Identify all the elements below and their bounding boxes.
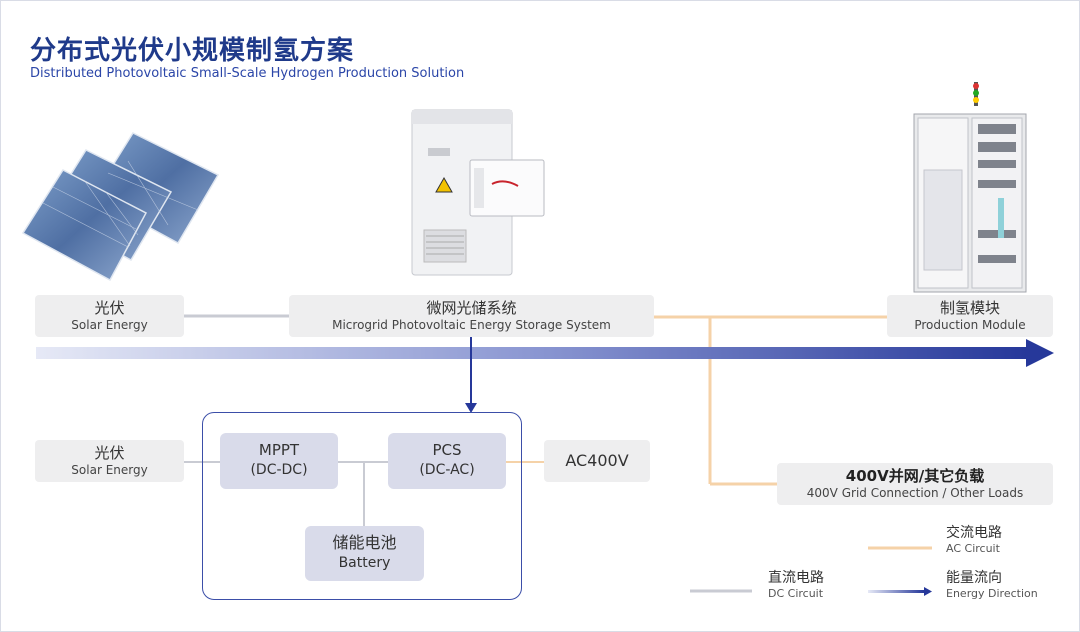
legend-energy-head	[924, 587, 932, 596]
solar-panel-illustration	[21, 132, 220, 282]
solar-bottom-cn: 光伏	[94, 444, 125, 462]
legend-ac: 交流电路 AC Circuit	[946, 525, 1002, 556]
pcs-sublabel: (DC-AC)	[419, 462, 475, 478]
page-title: 分布式光伏小规模制氢方案	[30, 36, 355, 66]
mppt-sublabel: (DC-DC)	[250, 462, 308, 478]
legend-dc-cn: 直流电路	[768, 570, 824, 586]
mppt-label: MPPT	[258, 441, 300, 459]
system-container	[202, 412, 522, 600]
legend-energy: 能量流向 Energy Direction	[946, 570, 1038, 601]
legend-ac-cn: 交流电路	[946, 525, 1002, 541]
microgrid-label-en: Microgrid Photovoltaic Energy Storage Sy…	[332, 318, 611, 332]
down-arrow-head	[465, 403, 477, 413]
solar-label-top: 光伏 Solar Energy	[35, 295, 184, 337]
mppt-box: MPPT (DC-DC)	[220, 433, 338, 489]
microgrid-label: 微网光储系统 Microgrid Photovoltaic Energy Sto…	[289, 295, 654, 337]
legend-ac-en: AC Circuit	[946, 542, 1000, 555]
legend-energy-cn: 能量流向	[946, 570, 1002, 586]
battery-box: 储能电池 Battery	[305, 526, 424, 581]
solar-label-bottom: 光伏 Solar Energy	[35, 440, 184, 482]
ac400v-label: AC400V	[544, 440, 650, 482]
pcs-label: PCS	[432, 441, 462, 459]
legend-energy-en: Energy Direction	[946, 587, 1038, 600]
legend-dc-en: DC Circuit	[768, 587, 824, 600]
hydrogen-production-cabinet-illustration	[913, 82, 1027, 293]
legend-energy-line	[868, 590, 924, 593]
storage-cabinet-illustration	[411, 109, 545, 276]
energy-arrow-head	[1026, 339, 1054, 367]
legend-dc: 直流电路 DC Circuit	[768, 570, 824, 601]
grid-label-cn: 400V并网/其它负载	[845, 467, 985, 485]
battery-label-cn: 储能电池	[332, 533, 397, 552]
production-label-en: Production Module	[914, 318, 1026, 332]
page-subtitle: Distributed Photovoltaic Small-Scale Hyd…	[30, 66, 465, 81]
grid-connection-label: 400V并网/其它负载 400V Grid Connection / Other…	[777, 463, 1053, 505]
production-label-cn: 制氢模块	[939, 299, 1000, 317]
energy-arrow-bar	[36, 347, 1028, 359]
solar-label-cn: 光伏	[94, 299, 125, 317]
pcs-box: PCS (DC-AC)	[388, 433, 506, 489]
ac400v-text: AC400V	[565, 451, 629, 470]
microgrid-label-cn: 微网光储系统	[426, 299, 517, 317]
solar-label-en: Solar Energy	[71, 318, 148, 332]
grid-label-en: 400V Grid Connection / Other Loads	[806, 486, 1024, 500]
battery-label-en: Battery	[338, 555, 391, 571]
production-module-label: 制氢模块 Production Module	[887, 295, 1053, 337]
solar-bottom-en: Solar Energy	[71, 463, 148, 477]
